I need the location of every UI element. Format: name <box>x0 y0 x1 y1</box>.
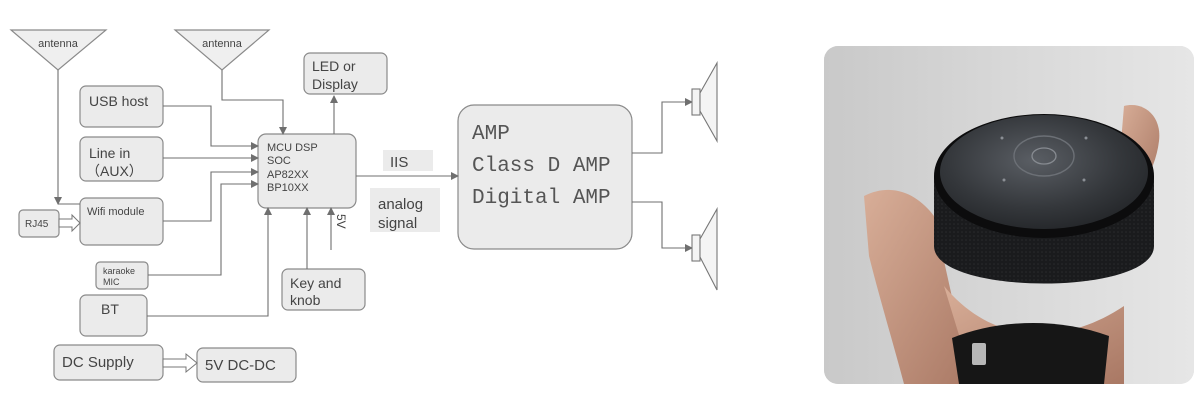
karaoke-label-line1: karaoke <box>103 266 135 276</box>
connectors <box>54 70 693 317</box>
dcdc-block: 5V DC-DC <box>196 347 297 383</box>
mcu-label-line4: BP10XX <box>267 182 309 194</box>
amp-label-line2: Class D AMP <box>472 155 611 178</box>
line-in-label-line2: （AUX） <box>86 163 143 179</box>
line-in-label-line1: Line in <box>89 145 130 161</box>
wire-karaoke-mcu <box>148 180 259 276</box>
wifi-module-block: Wifi module <box>79 197 164 246</box>
dc-supply-block: DC Supply <box>53 344 164 381</box>
wire-bt-mcu <box>147 207 272 317</box>
watch-buckle <box>972 343 986 365</box>
hand-palm <box>864 189 977 384</box>
mcu-block: MCU DSP SOC AP82XX BP10XX <box>257 133 357 209</box>
speaker-bottom-icon <box>691 206 718 291</box>
antenna-right-label: antenna <box>202 38 243 50</box>
bt-block: BT <box>79 294 148 337</box>
mcu-label-line3: AP82XX <box>267 169 309 181</box>
line-in-block: Line in （AUX） <box>79 136 164 182</box>
led-label-line1: LED or <box>312 58 356 74</box>
wire-amp-speaker-top <box>632 98 693 154</box>
rj45-block: RJ45 <box>18 209 60 238</box>
iis-label: IIS <box>390 154 408 171</box>
wifi-module-label: Wifi module <box>87 206 144 218</box>
watch-band <box>952 323 1109 384</box>
antenna-left: antenna <box>9 29 108 71</box>
usb-host-label: USB host <box>89 93 148 109</box>
mcu-label-line2: SOC <box>267 155 291 167</box>
wire-wifi-mcu <box>163 168 259 222</box>
analog-label-line2: signal <box>378 215 417 232</box>
antenna-left-label: antenna <box>38 38 79 50</box>
amp-label-line1: AMP <box>472 123 510 146</box>
wire-amp-speaker-bottom <box>632 201 693 252</box>
wire-usb-mcu <box>163 105 259 150</box>
usb-host-block: USB host <box>79 85 164 128</box>
analog-tag <box>370 188 440 232</box>
key-knob-block: Key and knob <box>281 268 366 311</box>
amp-label-line3: Digital AMP <box>472 187 611 210</box>
dc-supply-label: DC Supply <box>62 354 134 371</box>
iis-tag <box>383 150 433 171</box>
wire-antenna-mcu <box>221 70 287 135</box>
rj45-label: RJ45 <box>25 219 49 230</box>
product-photo <box>824 46 1194 384</box>
key-label-line1: Key and <box>290 275 341 291</box>
analog-label-line1: analog <box>378 196 423 213</box>
led-display-block: LED or Display <box>303 52 388 95</box>
led-label-line2: Display <box>312 76 358 92</box>
key-label-line2: knob <box>290 292 321 308</box>
double-arrow-dc <box>162 352 198 374</box>
karaoke-mic-block: karaoke MIC <box>95 261 149 290</box>
center-button-ring <box>1013 135 1075 177</box>
block-diagram: antenna antenna LED or Display USB host … <box>9 29 718 383</box>
bt-label: BT <box>101 301 119 317</box>
amp-block: AMP Class D AMP Digital AMP <box>457 104 633 250</box>
mcu-label-line1: MCU DSP <box>267 142 318 154</box>
speaker-top <box>940 115 1148 229</box>
speaker-top-icon <box>691 60 718 144</box>
v5-label: 5V <box>334 214 348 229</box>
karaoke-label-line2: MIC <box>103 277 120 287</box>
dcdc-label: 5V DC-DC <box>205 357 276 374</box>
center-button-icon <box>1031 147 1057 165</box>
double-arrow-rj45 <box>58 213 81 233</box>
antenna-right: antenna <box>173 29 271 71</box>
